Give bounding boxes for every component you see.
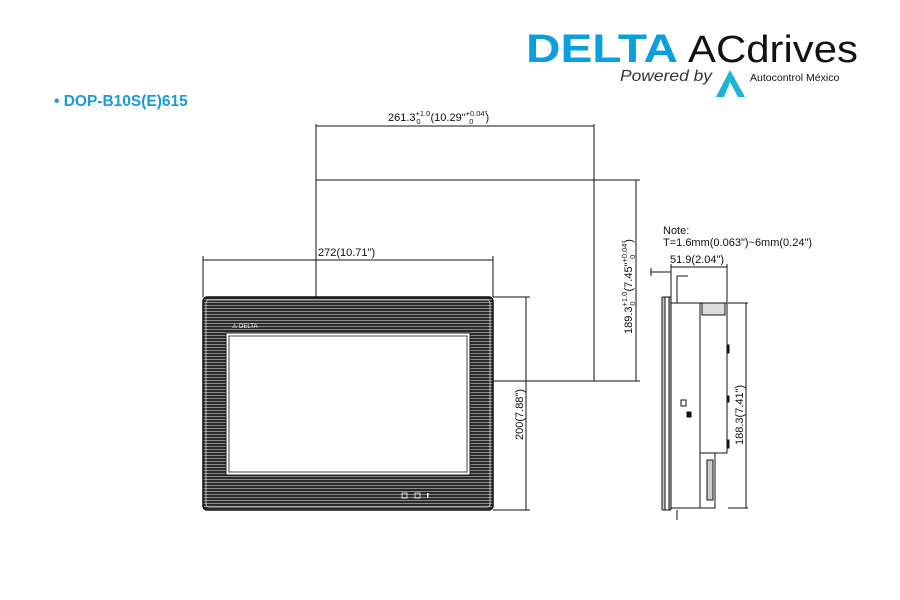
front-logo: ⚠ DELTA [232, 323, 258, 330]
logo-product: ACdrives [688, 29, 858, 71]
model-title: • DOP-B10S(E)615 [54, 93, 188, 110]
autocontrol-logo-icon [716, 70, 745, 97]
panel-height-label: 200(7.88") [514, 389, 526, 440]
hmi-side-view [661, 296, 730, 511]
led-indicator-icon [401, 492, 408, 499]
dimension-lines [202, 124, 748, 520]
note-text: T=1.6mm(0.063")~6mm(0.24") [663, 237, 812, 249]
logo-brand: DELTA [526, 27, 678, 71]
logo-partner: Autocontrol México [750, 72, 839, 84]
logo-powered-by: Powered by [620, 68, 713, 85]
hmi-front-view: ⚠ DELTA [202, 296, 494, 511]
led-indicator-icon [427, 493, 429, 498]
led-indicator-icon [414, 492, 421, 499]
panel-width-label: 272(10.71") [318, 247, 375, 259]
cutout-height-label: 189.3+1.00(7.45"+0.04"0) [620, 239, 637, 334]
delta-logo: DELTA ACdrives Powered by Autocontrol Mé… [526, 27, 858, 97]
depth-label: 51.9(2.04") [670, 254, 724, 266]
side-height-label: 188.3(7.41") [734, 385, 746, 445]
note-label: Note: [663, 225, 689, 237]
